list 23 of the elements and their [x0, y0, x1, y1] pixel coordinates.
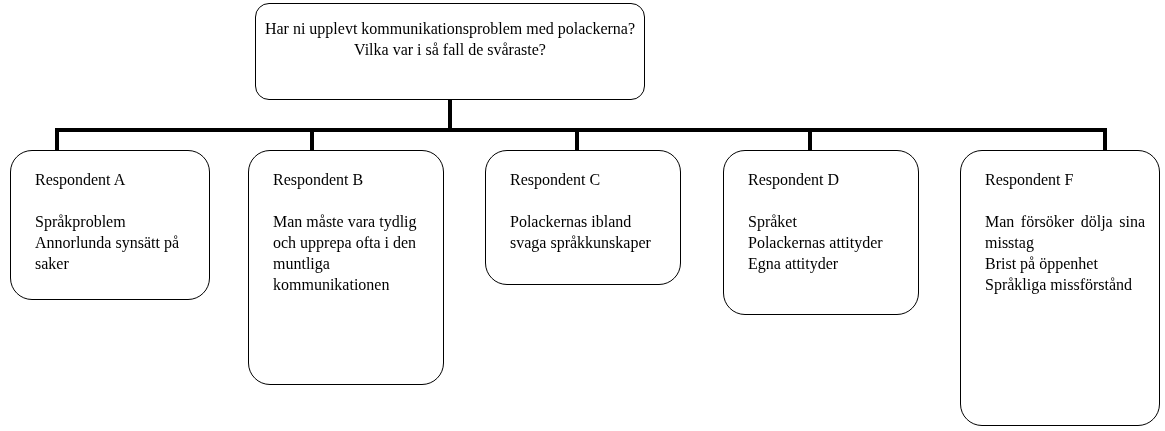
- respondent-heading: Respondent B: [273, 170, 365, 190]
- respondent-box: [10, 150, 210, 300]
- answer-text: Man försöker dölja sina misstag: [985, 212, 1145, 253]
- answer-text: Egna attityder: [748, 254, 840, 274]
- respondent-box: [248, 150, 444, 385]
- respondent-box: [960, 150, 1160, 426]
- answer-text: Man måste vara tydlig och upprepa ofta i den muntliga kommunikationen: [273, 212, 418, 295]
- respondent-heading: Respondent D: [748, 170, 841, 190]
- respondent-heading: Respondent F: [985, 170, 1075, 190]
- respondent-box: [723, 150, 919, 315]
- answer-text: Språket: [748, 212, 798, 232]
- answer-text: Språkproblem: [35, 212, 127, 232]
- answer-text: Polackernas attityder: [748, 233, 884, 253]
- question-text: Vilka var i så fall de svåraste?: [353, 40, 547, 60]
- respondent-box: [485, 150, 681, 285]
- answer-text: Språkliga missförstånd: [985, 275, 1134, 295]
- answer-text: Brist på öppenhet: [985, 254, 1099, 274]
- respondent-heading: Respondent A: [35, 170, 127, 190]
- respondent-heading: Respondent C: [510, 170, 602, 190]
- answer-text: Annorlunda synsätt på saker: [35, 233, 180, 274]
- question-box: [255, 3, 645, 100]
- question-text: Har ni upplevt kommunikationsproblem med polackerna?: [263, 19, 637, 39]
- answer-text: Polackernas ibland svaga språkkunskaper: [510, 212, 652, 253]
